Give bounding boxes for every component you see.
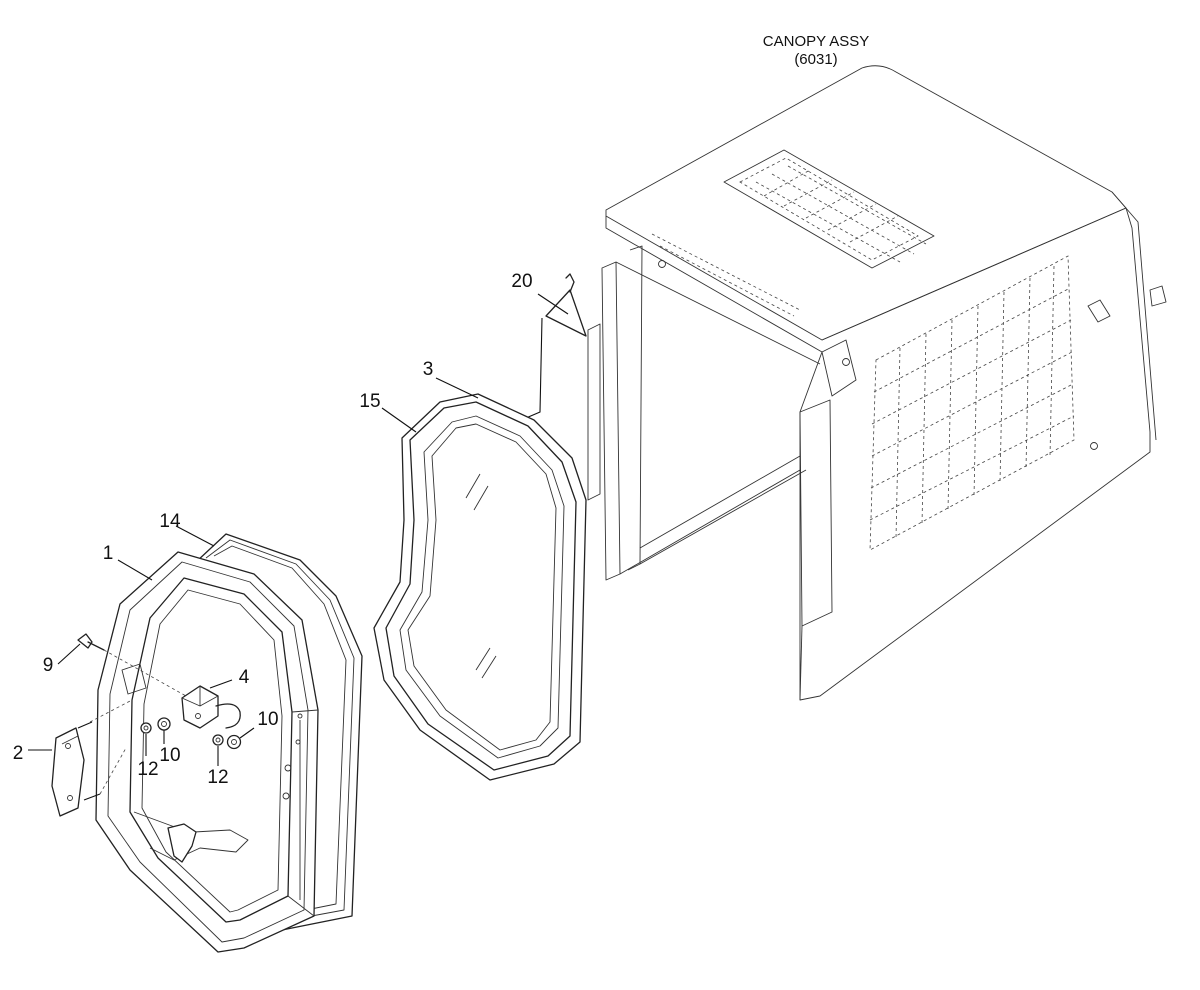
callout-3: 3 [423, 359, 434, 380]
callout-9: 9 [43, 655, 54, 676]
part-2-hinge [28, 699, 133, 817]
callout-10-b: 10 [257, 709, 278, 730]
callout-12-a: 12 [137, 759, 158, 780]
part-9-bolt [57, 633, 187, 697]
part-20-hook [511, 273, 587, 425]
part-3-window-glass [373, 393, 587, 781]
callout-15: 15 [359, 391, 380, 412]
leader-lines [117, 293, 569, 581]
canopy-title: CANOPY ASSY [763, 33, 869, 50]
callout-labels: 20 3 15 14 1 9 4 10 10 2 12 12 [13, 271, 533, 788]
callout-4: 4 [239, 667, 250, 688]
part-1-door-frame [95, 551, 319, 953]
part-4-latch [181, 679, 241, 729]
callout-20: 20 [511, 271, 532, 292]
callout-14: 14 [159, 511, 181, 532]
hardware-washers-nuts [140, 717, 255, 766]
callout-12-b: 12 [207, 767, 228, 788]
canopy-assembly: CANOPY ASSY (6031) [587, 33, 1167, 701]
callout-2: 2 [13, 743, 24, 764]
canopy-code: (6031) [794, 51, 837, 68]
callout-1: 1 [103, 543, 114, 564]
callout-10-a: 10 [159, 745, 180, 766]
